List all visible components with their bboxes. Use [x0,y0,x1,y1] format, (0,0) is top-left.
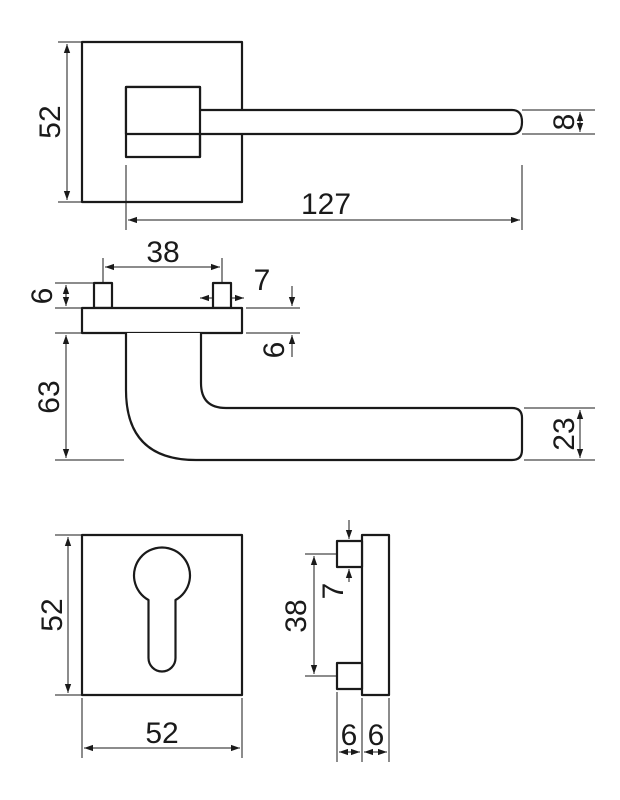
dim-text-side-pin-depth: 6 [341,719,358,752]
dim-text-rose-thickness: 6 [258,342,291,359]
escutcheon-side-plate [360,533,391,697]
keyhole-cutout [132,546,192,673]
dim-text-escutcheon-height: 52 [36,598,69,631]
dim-text-top-rose-height: 52 [34,105,67,138]
dim-pin-width: 7 [200,264,271,302]
side-rose-plate [80,306,244,335]
dim-pin-spacing: 38 [102,236,223,283]
dim-text-escutcheon-width: 52 [145,717,178,750]
dim-side-pin-width: 7 [317,520,353,600]
dim-text-lever-thickness: 8 [548,114,581,131]
escutcheon-side-pin-bottom [335,661,364,691]
escutcheon-side-pin-top [335,539,364,569]
dim-text-side-pin-spacing: 38 [280,599,313,632]
dim-text-side-pin-width: 7 [317,583,350,600]
side-view: 38 7 6 6 63 [26,236,595,462]
dim-lever-depth: 23 [524,407,595,461]
dim-text-pin-height: 6 [26,288,59,305]
dim-lever-length: 127 [125,165,523,230]
dim-side-depths: 6 6 [336,692,390,762]
dim-side-pin-spacing: 38 [280,553,337,677]
dim-escutcheon-height: 52 [36,534,82,696]
top-lever-arm [124,85,524,136]
dim-text-lever-length: 127 [301,188,351,221]
dim-top-rose-height: 52 [34,41,82,203]
top-view: 52 8 127 [34,40,595,230]
dim-text-lever-projection: 63 [33,380,66,413]
dim-lever-projection: 63 [33,332,124,461]
escutcheon-front-view: 52 52 [36,533,244,758]
side-pin-right [211,281,233,310]
side-pin-left [92,281,114,310]
dim-text-lever-depth: 23 [548,417,581,450]
dim-rose-thickness: 6 [246,286,300,358]
dim-escutcheon-width: 52 [81,698,243,758]
dim-text-pin-width: 7 [254,264,271,297]
dim-text-pin-spacing: 38 [146,236,179,269]
dim-text-side-plate-depth: 6 [368,719,385,752]
dim-lever-thickness: 8 [522,109,595,135]
dim-pin-height: 6 [26,282,94,309]
side-lever-body [124,333,524,462]
escutcheon-side-view: 38 7 6 6 [280,520,391,762]
